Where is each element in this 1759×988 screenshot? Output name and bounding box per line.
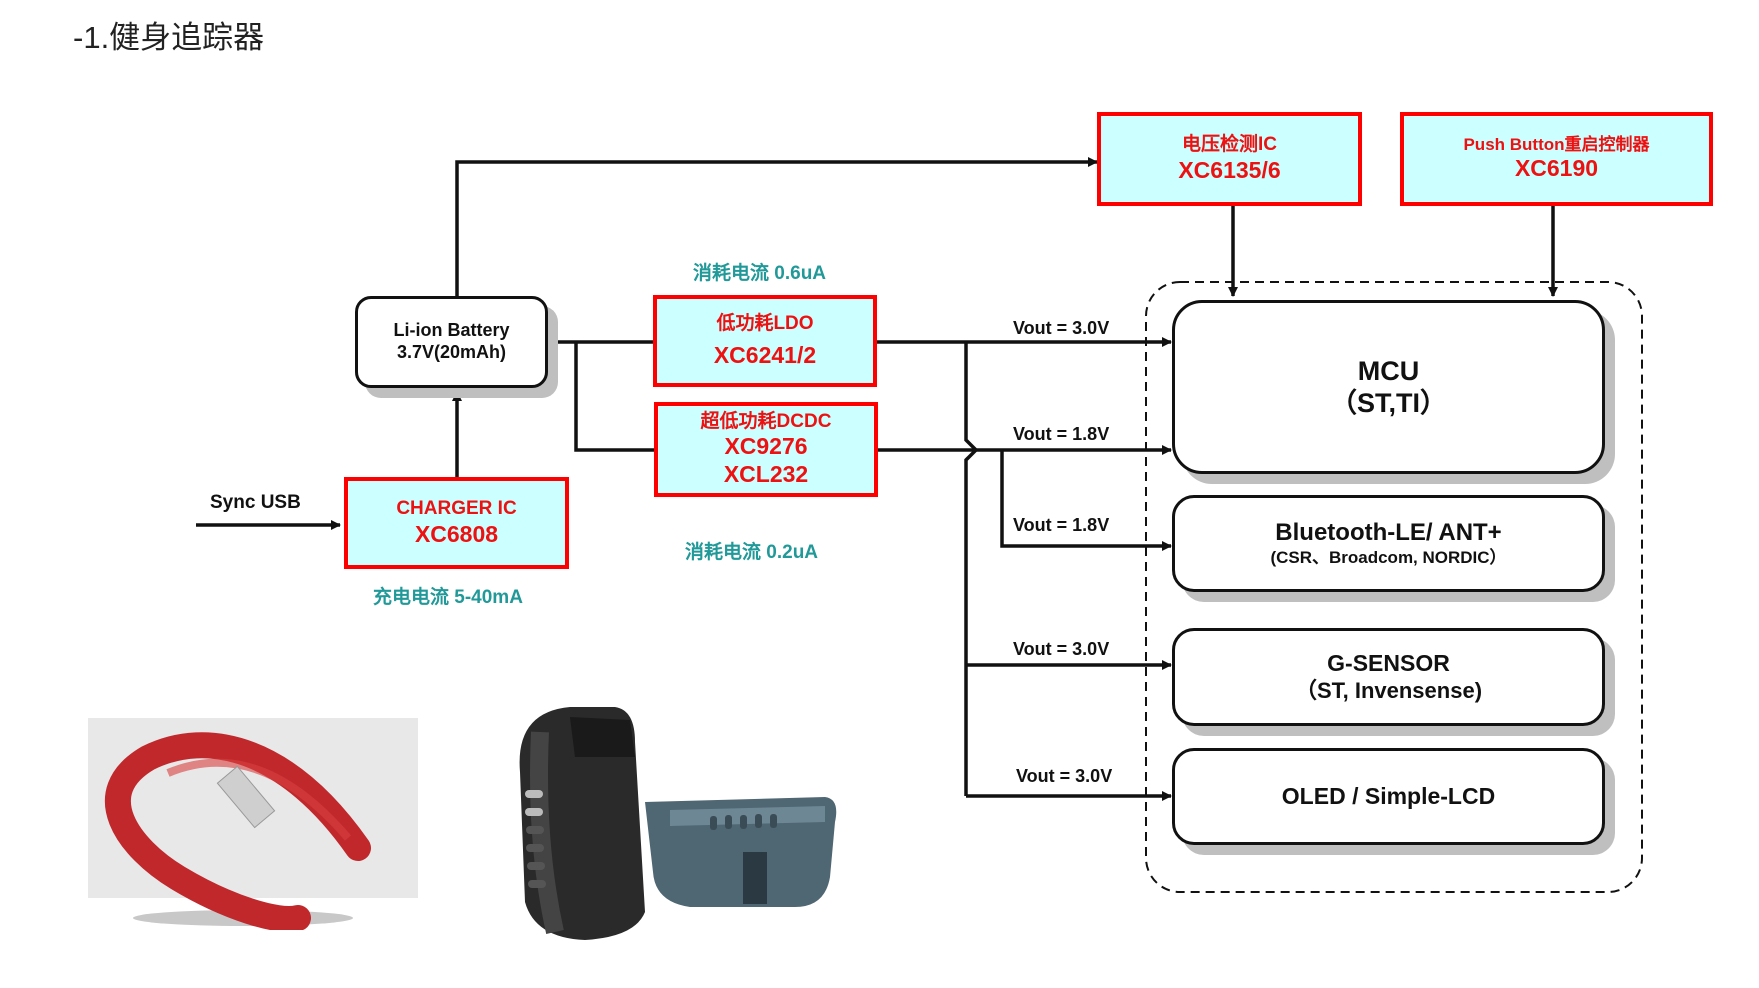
vout-display-label: Vout = 3.0V: [1016, 766, 1113, 786]
red-fitness-band-photo: [88, 718, 418, 930]
dcdc-label: 超低功耗DCDC: [700, 410, 832, 432]
wire-18v-to-bt: [1000, 450, 1172, 551]
battery-block: Li-ion Battery 3.7V(20mAh): [355, 296, 548, 388]
page-title: -1.健身追踪器: [73, 20, 265, 55]
vout-bt-label: Vout = 1.8V: [1013, 515, 1110, 535]
mcu-vendors: （ST,TI）: [1329, 388, 1447, 418]
ldo-current-note: 消耗电流 0.6uA: [693, 263, 827, 284]
push-button-controller-block: Push Button重启控制器 XC6190: [1400, 112, 1713, 206]
wire-battery-to-detector: [455, 157, 1098, 296]
display-block: OLED / Simple-LCD: [1172, 748, 1605, 845]
system-boundary-dashed: [1145, 281, 1643, 893]
display-label: OLED / Simple-LCD: [1281, 782, 1496, 809]
battery-spec: 3.7V(20mAh): [396, 342, 507, 362]
bluetooth-vendors: (CSR、Broadcom, NORDIC）: [1270, 547, 1507, 567]
wire-3v-bus: [964, 342, 979, 796]
ldo-block: 低功耗LDO XC6241/2: [653, 295, 877, 387]
ldo-label: 低功耗LDO: [716, 312, 814, 334]
vout-mcu-18v-label: Vout = 1.8V: [1013, 424, 1110, 444]
bluetooth-label: Bluetooth-LE/ ANT+: [1275, 518, 1502, 546]
voltage-detector-part: XC6135/6: [1178, 156, 1281, 183]
dcdc-current-note: 消耗电流 0.2uA: [685, 542, 819, 563]
dcdc-block: 超低功耗DCDC XC9276 XCL232: [654, 402, 878, 497]
charger-ic-part: XC6808: [414, 520, 499, 547]
sync-usb-label: Sync USB: [210, 492, 301, 513]
push-button-label: Push Button重启控制器: [1463, 135, 1650, 154]
mcu-block: MCU （ST,TI）: [1172, 300, 1605, 474]
black-and-blue-fitness-bands-photo: [519, 707, 837, 940]
gsensor-vendors: （ST, Invensense): [1294, 677, 1483, 703]
charger-ic-label: CHARGER IC: [396, 497, 517, 519]
dcdc-part-2: XCL232: [723, 460, 809, 487]
wire-battery-to-dcdc: [574, 342, 655, 452]
battery-name: Li-ion Battery: [393, 320, 510, 341]
vout-gsensor-label: Vout = 3.0V: [1013, 639, 1110, 659]
charger-ic-block: CHARGER IC XC6808: [344, 477, 569, 569]
ldo-part: XC6241/2: [713, 341, 817, 368]
voltage-detector-block: 电压检测IC XC6135/6: [1097, 112, 1362, 206]
gsensor-label: G-SENSOR: [1327, 650, 1450, 676]
charge-current-note: 充电电流 5-40mA: [373, 587, 523, 608]
push-button-part: XC6190: [1514, 155, 1599, 182]
mcu-label: MCU: [1357, 355, 1420, 386]
gsensor-block: G-SENSOR （ST, Invensense): [1172, 628, 1605, 726]
vout-mcu-3v-label: Vout = 3.0V: [1013, 318, 1110, 338]
voltage-detector-label: 电压检测IC: [1181, 133, 1277, 155]
bluetooth-block: Bluetooth-LE/ ANT+ (CSR、Broadcom, NORDIC…: [1172, 495, 1605, 592]
dcdc-part-1: XC9276: [724, 433, 808, 460]
